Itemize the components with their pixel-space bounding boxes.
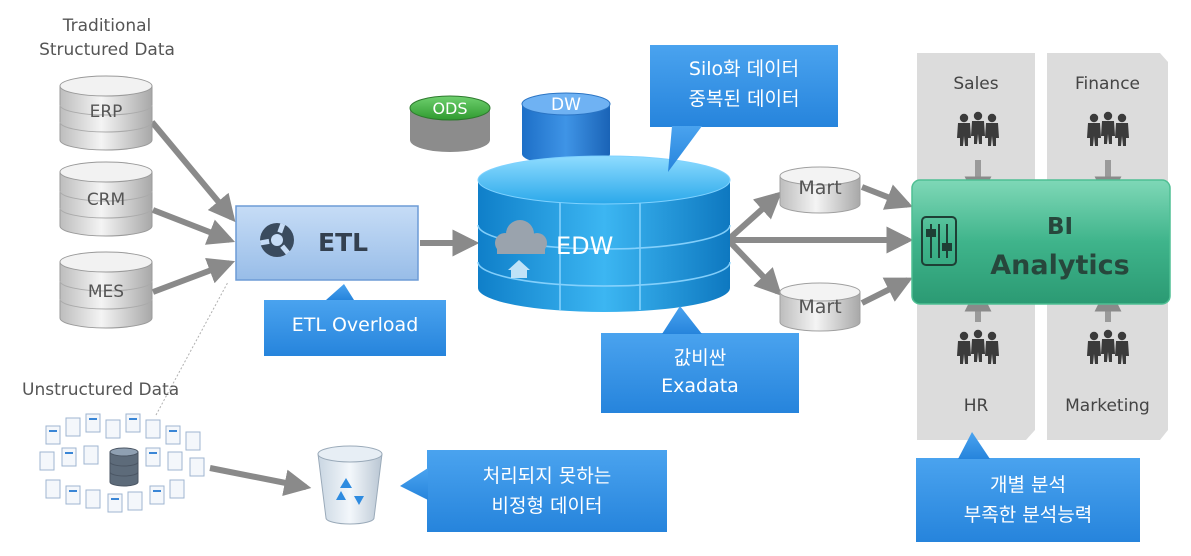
structured-data-title-line2: Structured Data [39, 40, 175, 60]
structured-data-title: Traditional Structured Data [22, 14, 192, 62]
mart-top-label: Mart [798, 177, 842, 199]
callout-etl-overload: ETL Overload [291, 314, 419, 336]
bi-title: BI [1046, 214, 1074, 240]
callout-exadata-line2: Exadata [661, 375, 739, 397]
ods-cylinder [409, 95, 491, 152]
analytics-icon [921, 216, 957, 266]
erp-cylinder [59, 75, 153, 151]
recycle-bin-icon [317, 445, 383, 525]
callout-unprocessed: 처리되지 못하는 비정형 데이터 [427, 461, 667, 521]
mart-cylinder-top [779, 166, 861, 214]
dept-sales-label: Sales [953, 74, 999, 94]
ods-label: ODS [432, 99, 468, 118]
erp-label: ERP [89, 102, 123, 122]
dept-finance-label: Finance [1074, 74, 1141, 94]
callout-shapes [264, 45, 1140, 542]
structured-data-title-line1: Traditional [62, 16, 152, 36]
callout-exadata: 값비싼 Exadata [601, 344, 799, 400]
edw-cylinder [477, 155, 731, 312]
mes-label: MES [87, 282, 125, 302]
unstructured-data-title: Unstructured Data [22, 380, 180, 400]
callout-unprocessed-line2: 비정형 데이터 [491, 495, 603, 517]
flow-arrows [149, 120, 1122, 497]
dotted-connector [155, 281, 229, 416]
dw-cylinder [521, 92, 611, 165]
callout-analysis-line1: 개별 분석 [990, 474, 1066, 496]
crm-label: CRM [86, 190, 126, 210]
callout-silo-line2: 중복된 데이터 [688, 88, 800, 110]
callout-silo-line1: Silo화 데이터 [688, 58, 800, 80]
document-cluster-icon [39, 413, 205, 513]
bi-subtitle: Analytics [990, 250, 1130, 281]
etl-label: ETL [318, 228, 369, 257]
dw-label: DW [551, 95, 581, 115]
callout-analysis-line2: 부족한 분석능력 [963, 504, 1093, 526]
crm-cylinder [59, 161, 153, 237]
dept-hr-label: HR [963, 396, 989, 416]
mart-bottom-label: Mart [798, 296, 842, 318]
callout-silo: Silo화 데이터 중복된 데이터 [650, 54, 838, 114]
mart-cylinder-bottom [779, 282, 861, 332]
bi-analytics-box [911, 179, 1171, 305]
mes-cylinder [59, 251, 153, 329]
dept-marketing-label: Marketing [1065, 396, 1150, 416]
callout-analysis: 개별 분석 부족한 분석능력 [916, 470, 1140, 530]
callout-exadata-line1: 값비싼 [673, 347, 727, 369]
etl-icon [259, 223, 294, 257]
edw-label: EDW [556, 232, 614, 260]
cloud-home-icon [495, 220, 547, 278]
callout-unprocessed-line1: 처리되지 못하는 [482, 465, 612, 487]
